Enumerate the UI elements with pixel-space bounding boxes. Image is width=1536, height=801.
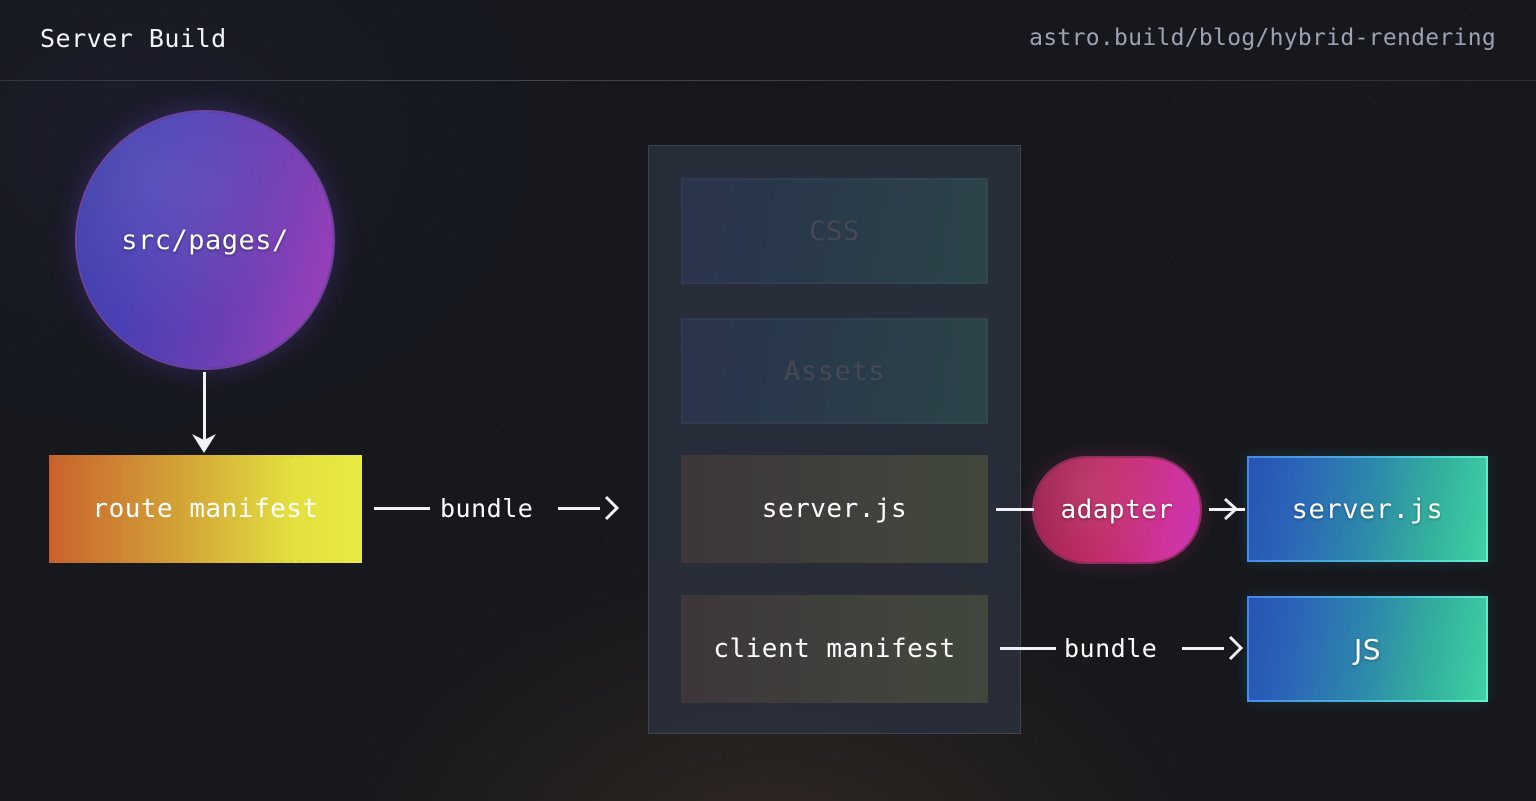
node-src-pages[interactable]: src/pages/ xyxy=(77,112,333,368)
header-bar: Server Build astro.build/blog/hybrid-ren… xyxy=(0,0,1536,81)
header-divider xyxy=(0,80,1536,81)
node-adapter-label: adapter xyxy=(1060,495,1174,525)
node-server-js-output[interactable]: server.js xyxy=(1247,456,1488,562)
node-src-pages-label: src/pages/ xyxy=(121,224,289,256)
connector-adapter-to-server-out-line xyxy=(1209,508,1245,511)
node-js-output[interactable]: JS xyxy=(1247,596,1488,702)
connector-bundle-bottom-label: bundle xyxy=(1064,634,1158,663)
connector-bundle-top-line-left xyxy=(374,507,430,510)
server-bundle-group-panel xyxy=(648,145,1021,734)
node-js-output-label: JS xyxy=(1353,632,1382,666)
node-adapter[interactable]: adapter xyxy=(1034,458,1200,562)
connector-bundle-top-arrowhead xyxy=(604,495,620,521)
node-route-manifest[interactable]: route manifest xyxy=(49,455,362,563)
node-client-manifest-label: client manifest xyxy=(713,634,956,664)
node-route-manifest-label: route manifest xyxy=(92,494,319,524)
connector-pages-to-route-stem xyxy=(203,372,206,440)
connector-pages-to-route-arrowhead xyxy=(192,434,216,453)
page-title: Server Build xyxy=(40,24,227,53)
connector-bundle-bottom-line-right xyxy=(1182,647,1224,650)
node-server-js-inner-label: server.js xyxy=(761,494,908,524)
connector-server-to-adapter xyxy=(996,508,1034,511)
node-route-manifest-border xyxy=(49,455,362,563)
connector-bundle-top-line-right xyxy=(558,507,600,510)
node-server-js-output-label: server.js xyxy=(1291,493,1444,525)
connector-bundle-top-label: bundle xyxy=(440,494,534,523)
connector-adapter-to-server-out-arrowhead xyxy=(1223,497,1239,521)
connector-bundle-bottom-line-left xyxy=(1000,647,1056,650)
source-url: astro.build/blog/hybrid-rendering xyxy=(1029,25,1496,51)
connector-bundle-bottom-arrowhead xyxy=(1228,635,1244,661)
